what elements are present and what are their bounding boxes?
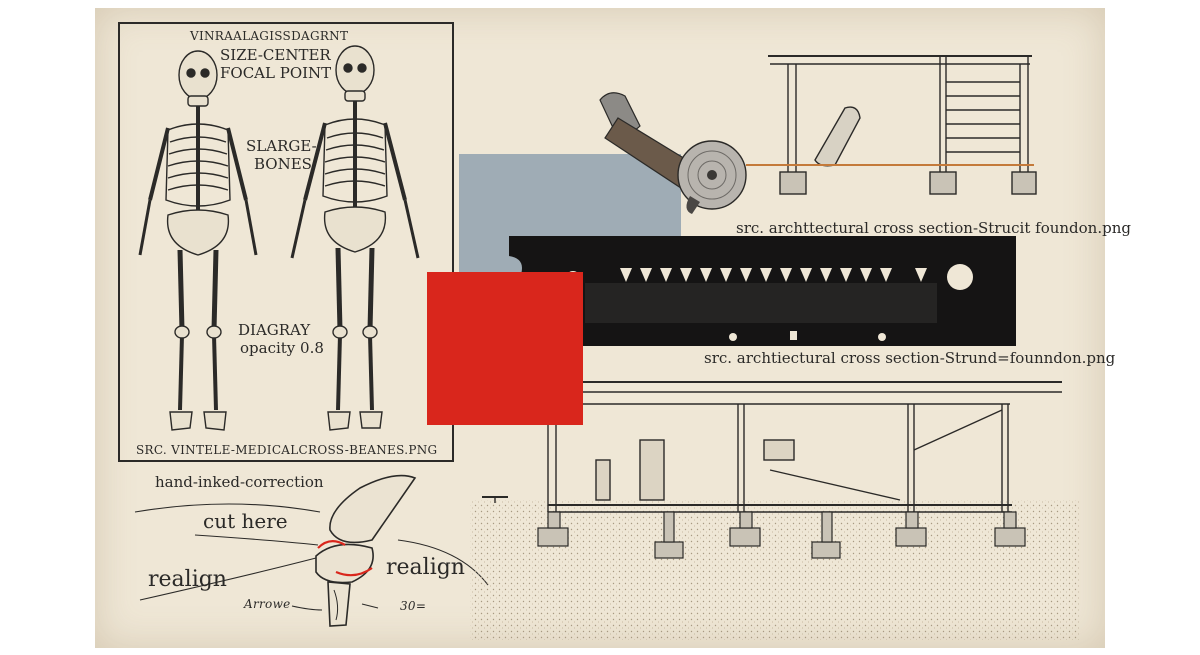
hand-inked-heading: hand-inked-correction (155, 473, 324, 491)
cut-here-note: cut here (203, 509, 288, 533)
large-bones-label-line1: SLARGE- (246, 137, 317, 155)
skeleton-left-illustration (138, 50, 258, 431)
skeleton-right-illustration (290, 45, 420, 431)
skeleton-title-line2: SIZE-CENTER (220, 46, 331, 64)
measure-note: 30= (400, 599, 427, 613)
architecture-section-bottom (470, 381, 1080, 640)
black-film-strip (509, 236, 1016, 346)
realign-note-right: realign (386, 555, 465, 580)
diagram-label: DIAGRAY (238, 321, 311, 339)
skeleton-diagram-frame (118, 22, 454, 462)
red-paper-block (427, 272, 583, 425)
knee-joint-sketch (315, 474, 417, 627)
architecture-caption-top: src. archttectural cross section-Strucit… (736, 219, 1131, 237)
architecture-caption-middle: src. archtiectural cross section-Strund=… (704, 349, 1116, 367)
skeleton-source-caption: SRC. VINTELE-MEDICALCROSS-BEANES.PNG (136, 443, 438, 457)
realign-note-left: realign (148, 567, 227, 592)
large-bones-label-line2: BONES (254, 155, 312, 173)
architecture-section-top (746, 55, 1037, 195)
opacity-label: opacity 0.8 (240, 339, 324, 357)
skeleton-title-line1: VINRAALAGISSDAGRNT (190, 29, 349, 43)
red-cut-marks (317, 540, 373, 577)
arrow-note: Arrowe (244, 597, 291, 611)
skeleton-title-line3: FOCAL POINT (220, 64, 332, 82)
grinder-tool-cutout (599, 92, 747, 214)
